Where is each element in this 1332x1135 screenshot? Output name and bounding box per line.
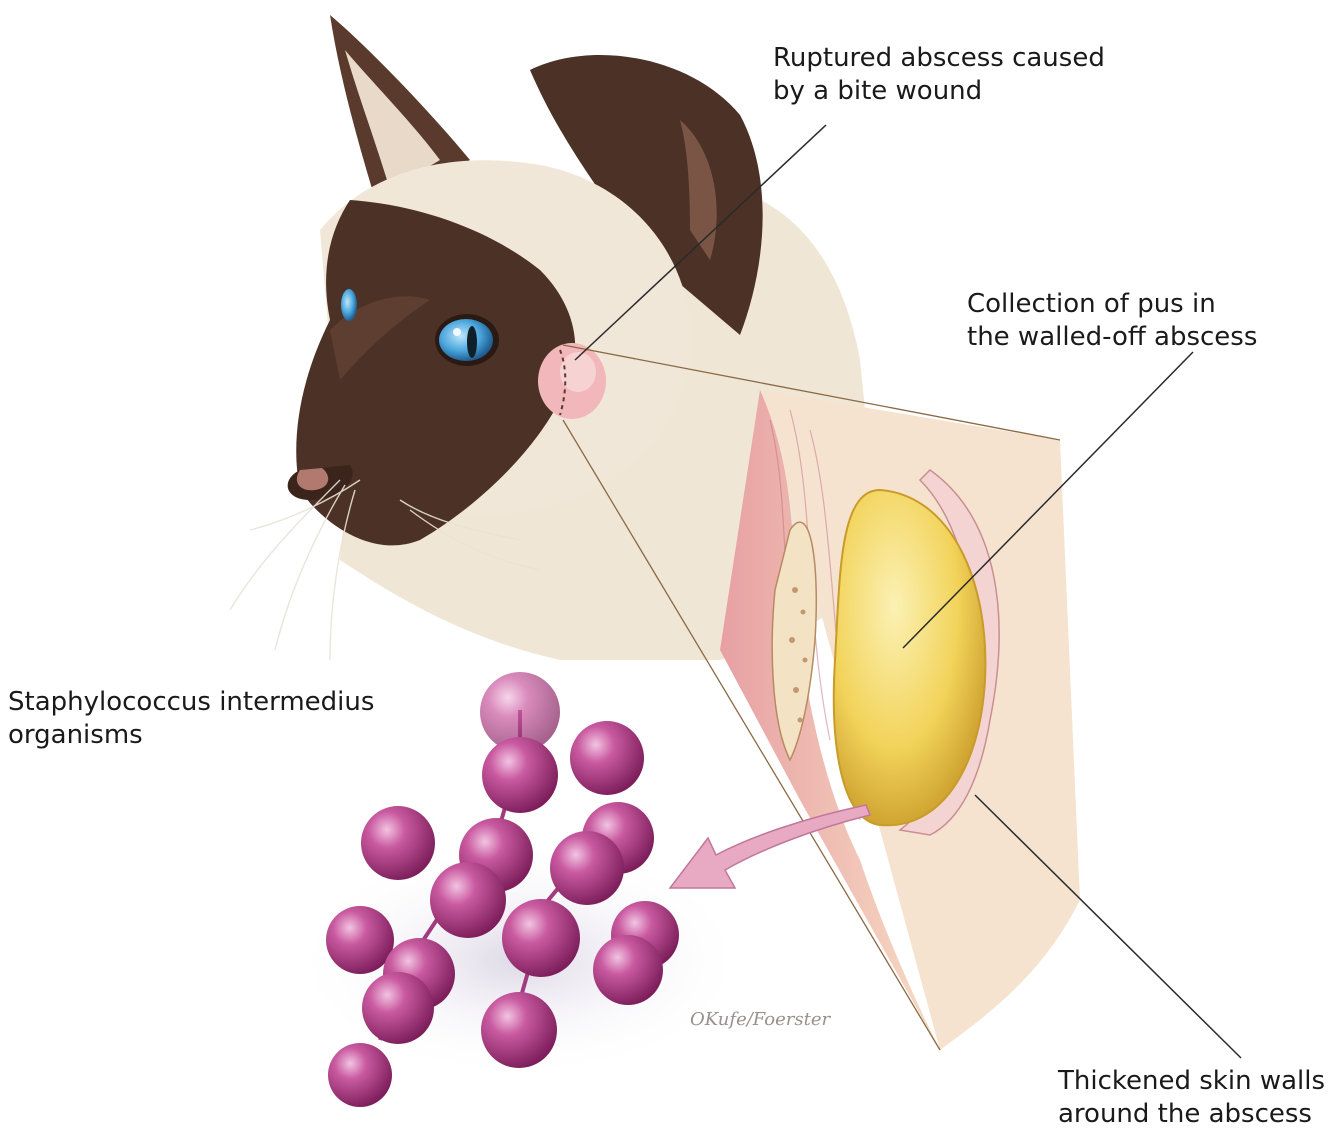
label-staph-line2: organisms — [8, 719, 374, 752]
label-skin-walls: Thickened skin walls around the abscess — [1058, 1065, 1325, 1131]
label-bite-wound: Ruptured abscess caused by a bite wound — [773, 42, 1105, 108]
label-staph-line1: Staphylococcus intermedius — [8, 686, 374, 719]
label-staphylococcus: Staphylococcus intermedius organisms — [8, 686, 374, 752]
label-skin-line1: Thickened skin walls — [1058, 1065, 1325, 1098]
cat-eye-far — [341, 289, 357, 321]
artist-signature: OKufe/Foerster — [690, 1009, 832, 1030]
cheek-abscess — [538, 343, 606, 419]
label-skin-line2: around the abscess — [1058, 1098, 1325, 1131]
label-pus-line1: Collection of pus in — [967, 288, 1257, 321]
label-bite-wound-line2: by a bite wound — [773, 75, 1105, 108]
label-pus-line2: the walled-off abscess — [967, 321, 1257, 354]
cat-eye-near — [435, 314, 499, 366]
label-pus-collection: Collection of pus in the walled-off absc… — [967, 288, 1257, 354]
label-bite-wound-line1: Ruptured abscess caused — [773, 42, 1105, 75]
